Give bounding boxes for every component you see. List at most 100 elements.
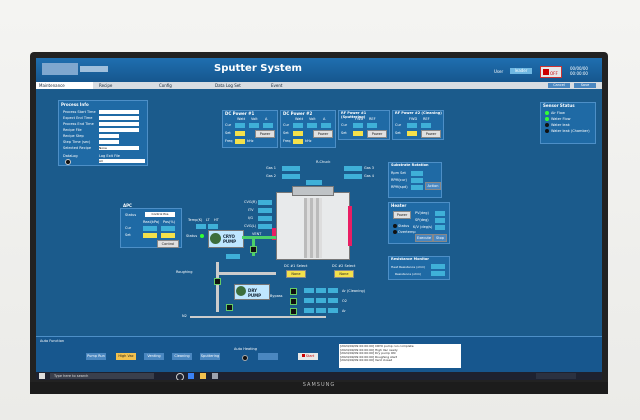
auto-heating-label: Auto Heating	[234, 347, 257, 351]
apc-cur-real	[143, 226, 157, 231]
sensor-item: Water leak	[551, 123, 570, 127]
tab-data-log-set[interactable]: Data Log Set	[215, 83, 241, 88]
col-ref: REF	[423, 117, 430, 121]
gas1-value	[282, 166, 300, 171]
col-a: A	[323, 117, 326, 121]
dc2-cur-a	[321, 123, 331, 128]
app-icon[interactable]	[212, 373, 218, 379]
rf1-set-fwd[interactable]	[353, 131, 363, 136]
roughing-label: Roughing	[176, 270, 193, 274]
row-set: Set	[395, 131, 401, 135]
col-volt: Volt	[251, 117, 258, 121]
rf2-power-button[interactable]: Power	[421, 130, 441, 138]
dc1-cur-watt	[235, 123, 245, 128]
ksv-value[interactable]	[435, 225, 445, 230]
row-cur: Cur	[283, 123, 290, 127]
dry-pump[interactable]: DRY PUMP	[234, 284, 270, 300]
tab-recipe[interactable]: Recipe	[99, 83, 113, 88]
pump-icon	[236, 286, 246, 296]
overtemp-label: Overtemp	[398, 230, 416, 234]
pump-run-button[interactable]: Pump Run	[86, 353, 106, 360]
dc2-set-freq[interactable]	[293, 139, 303, 144]
gas-valve-3[interactable]	[290, 308, 297, 315]
rf2-set-fwd[interactable]	[407, 131, 417, 136]
monitor-brand: SAMSUNG	[302, 382, 336, 388]
tab-maintenance[interactable]: Maintenance	[36, 82, 93, 89]
rf1-cur-fwd	[353, 123, 363, 128]
apc-set-real[interactable]	[143, 233, 157, 238]
cancel-button[interactable]: Cancel	[548, 83, 570, 88]
log-line: [2024/09/09 00:00:00] CRYO pump run comp…	[340, 344, 414, 348]
ht-label: HT	[214, 218, 219, 222]
ig-value	[258, 216, 272, 221]
apc-control-button[interactable]: Control	[157, 240, 179, 248]
event-log: [2024/09/09 00:00:00] CRYO pump run comp…	[339, 344, 461, 368]
gas-valve-2[interactable]	[290, 298, 297, 305]
cryo-status-icon	[200, 234, 204, 238]
gas2-value	[282, 174, 300, 179]
rf-power-2-panel: RF Power #2 (Cleaning) FWD REF Cur Set P…	[392, 110, 444, 140]
dc-power-1-title: DC Power #1	[225, 111, 255, 116]
dc-power-2-title: DC Power #2	[283, 111, 313, 116]
task-view-icon[interactable]	[176, 373, 184, 380]
dc2-power-button[interactable]: Power	[313, 130, 333, 138]
stop-square-icon	[301, 354, 305, 357]
tab-config[interactable]: Config	[159, 83, 172, 88]
process-info-title: Process Info	[61, 102, 89, 107]
gas-valve-1[interactable]	[290, 288, 297, 295]
selected-recipe-field: None	[99, 146, 139, 150]
cryo-pump[interactable]: CRYO PUMP	[208, 230, 244, 248]
heater-panel: Heater Power PV(deg) SP(deg) K/V (deg/s)…	[388, 202, 450, 244]
start-button[interactable]: Start	[298, 353, 318, 360]
dc1-cur-volt	[249, 123, 259, 128]
dc1-power-button[interactable]: Power	[255, 130, 275, 138]
cvg-l-label: CVG(L)	[244, 224, 257, 228]
user-select[interactable]: leader	[510, 68, 532, 74]
start-label: Start	[305, 354, 315, 358]
dry-pump-valve[interactable]	[226, 304, 233, 311]
resistance-value	[431, 271, 445, 276]
heater-execute-button[interactable]: Execute	[415, 234, 433, 242]
rotation-action-button[interactable]: Action	[425, 182, 441, 190]
heat-resistance-value	[431, 264, 445, 269]
dc1-set-watt[interactable]	[235, 131, 245, 136]
ht-value	[208, 224, 218, 229]
sp-value[interactable]	[435, 218, 445, 223]
tab-event[interactable]: Event	[271, 83, 283, 88]
rchuck-value	[306, 180, 322, 185]
taskbar-search[interactable]: Type here to search	[50, 373, 154, 379]
apc-set-pos[interactable]	[161, 233, 175, 238]
roughing-valve[interactable]	[214, 278, 221, 285]
rf1-power-button[interactable]: Power	[367, 130, 387, 138]
venting-button[interactable]: Venting	[144, 353, 164, 360]
save-button[interactable]: Save	[574, 83, 596, 88]
logfile-field[interactable]: All	[99, 159, 145, 163]
sensor-item: Water Flow	[551, 117, 571, 121]
auto-heating-action[interactable]	[258, 353, 278, 360]
cleaning-button[interactable]: Cleaning	[172, 353, 192, 360]
dc2-select-button[interactable]: None	[334, 270, 354, 278]
rpm-set-value[interactable]	[411, 171, 423, 176]
system-tray[interactable]	[536, 373, 576, 379]
hv-valve[interactable]	[250, 246, 257, 253]
off-button[interactable]: OFF	[540, 66, 562, 78]
high-vac-button[interactable]: High Vac	[116, 353, 136, 360]
apc-set-label: Set	[125, 233, 131, 237]
edge-icon[interactable]	[188, 373, 194, 379]
file-explorer-icon[interactable]	[200, 373, 206, 379]
windows-start-icon[interactable]	[39, 373, 45, 379]
auto-heating-toggle[interactable]	[242, 355, 248, 361]
heater-stop-button[interactable]: Stop	[433, 234, 447, 242]
sputtering-button[interactable]: Sputtering	[200, 353, 220, 360]
recipe-file-field	[99, 128, 139, 132]
log-line: [2024/09/09 00:00:00] Roughing start	[340, 354, 398, 359]
row-label: Selected Recipe	[63, 146, 91, 150]
dc1-set-freq[interactable]	[235, 139, 245, 144]
pump-icon	[210, 233, 221, 244]
dc2-set-watt[interactable]	[293, 131, 303, 136]
rf-power-2-title: RF Power #2 (Cleaning)	[395, 111, 442, 115]
heater-power-button[interactable]: Power	[393, 211, 411, 219]
dc1-select-button[interactable]: None	[286, 270, 306, 278]
user-label: User	[494, 69, 504, 74]
apc-status-value: Control Pos	[145, 212, 175, 217]
